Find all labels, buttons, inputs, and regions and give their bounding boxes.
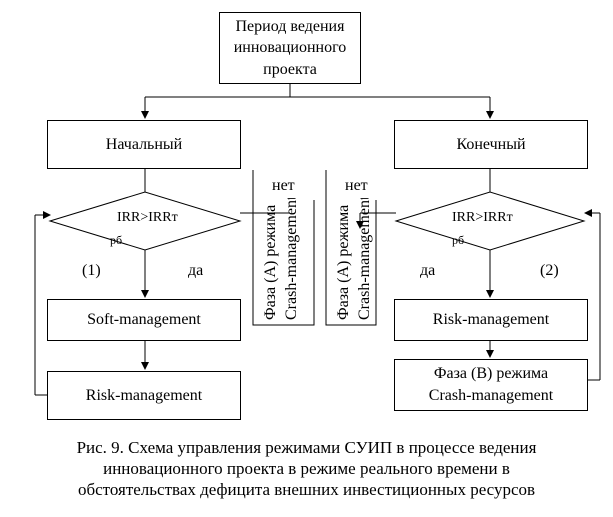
phase-b-box: Фаза (В) режима Crash-management <box>394 359 588 411</box>
phase-b-line-1: Фаза (В) режима <box>433 365 549 383</box>
period-box: Период ведения инновационного проекта <box>219 12 361 84</box>
risk-management-right-box: Risk-management <box>394 299 588 341</box>
period-line-2: инновационного <box>233 39 347 57</box>
left-yes-label: да <box>188 262 204 279</box>
left-diamond-sub: рб <box>110 233 123 247</box>
soft-management-box: Soft-management <box>47 299 241 341</box>
right-no-label: нет <box>345 177 368 194</box>
phase-a-right-line-2: Crash-management <box>356 198 373 320</box>
phase-a-left-line-1: Фаза (А) режима <box>262 204 279 320</box>
risk-management-left-label: Risk-management <box>85 386 203 404</box>
right-branch-number: (2) <box>540 262 559 279</box>
phase-a-right-line-1: Фаза (А) режима <box>335 204 352 320</box>
right-yes-label: да <box>420 262 436 279</box>
caption-line-3: обстоятельствах дефицита внешних инвести… <box>77 480 536 499</box>
phase-a-right-2: Crash-management <box>356 198 374 320</box>
soft-management-label: Soft-management <box>87 311 201 329</box>
phase-a-left: Фаза (А) режима <box>262 198 280 320</box>
left-branch-number: (1) <box>82 262 101 279</box>
left-no-label: нет <box>272 177 295 194</box>
right-diamond-sub: рб <box>452 233 465 247</box>
period-line-3: проекта <box>263 60 317 78</box>
phase-b-line-2: Crash-management <box>428 387 554 404</box>
caption-line-1: Рис. 9. Схема управления режимами СУИП в… <box>76 438 537 457</box>
period-line-1: Период ведения <box>235 17 345 35</box>
phase-a-left-line-2: Crash-management <box>283 198 300 320</box>
phase-a-right: Фаза (А) режима <box>335 198 353 320</box>
initial-box: Начальный <box>47 120 241 169</box>
risk-management-left-box: Risk-management <box>47 371 241 420</box>
final-label: Конечный <box>456 135 526 153</box>
final-box: Конечный <box>394 120 588 169</box>
figure-caption: Рис. 9. Схема управления режимами СУИП в… <box>20 437 593 500</box>
right-diamond-label: IRR>IRRт <box>452 210 513 225</box>
left-diamond-label: IRR>IRRт <box>117 210 178 225</box>
caption-line-2: инновационного проекта в режиме реальног… <box>103 459 510 478</box>
initial-label: Начальный <box>105 135 183 153</box>
phase-a-left-2: Crash-management <box>283 198 301 320</box>
risk-management-right-label: Risk-management <box>432 311 550 329</box>
